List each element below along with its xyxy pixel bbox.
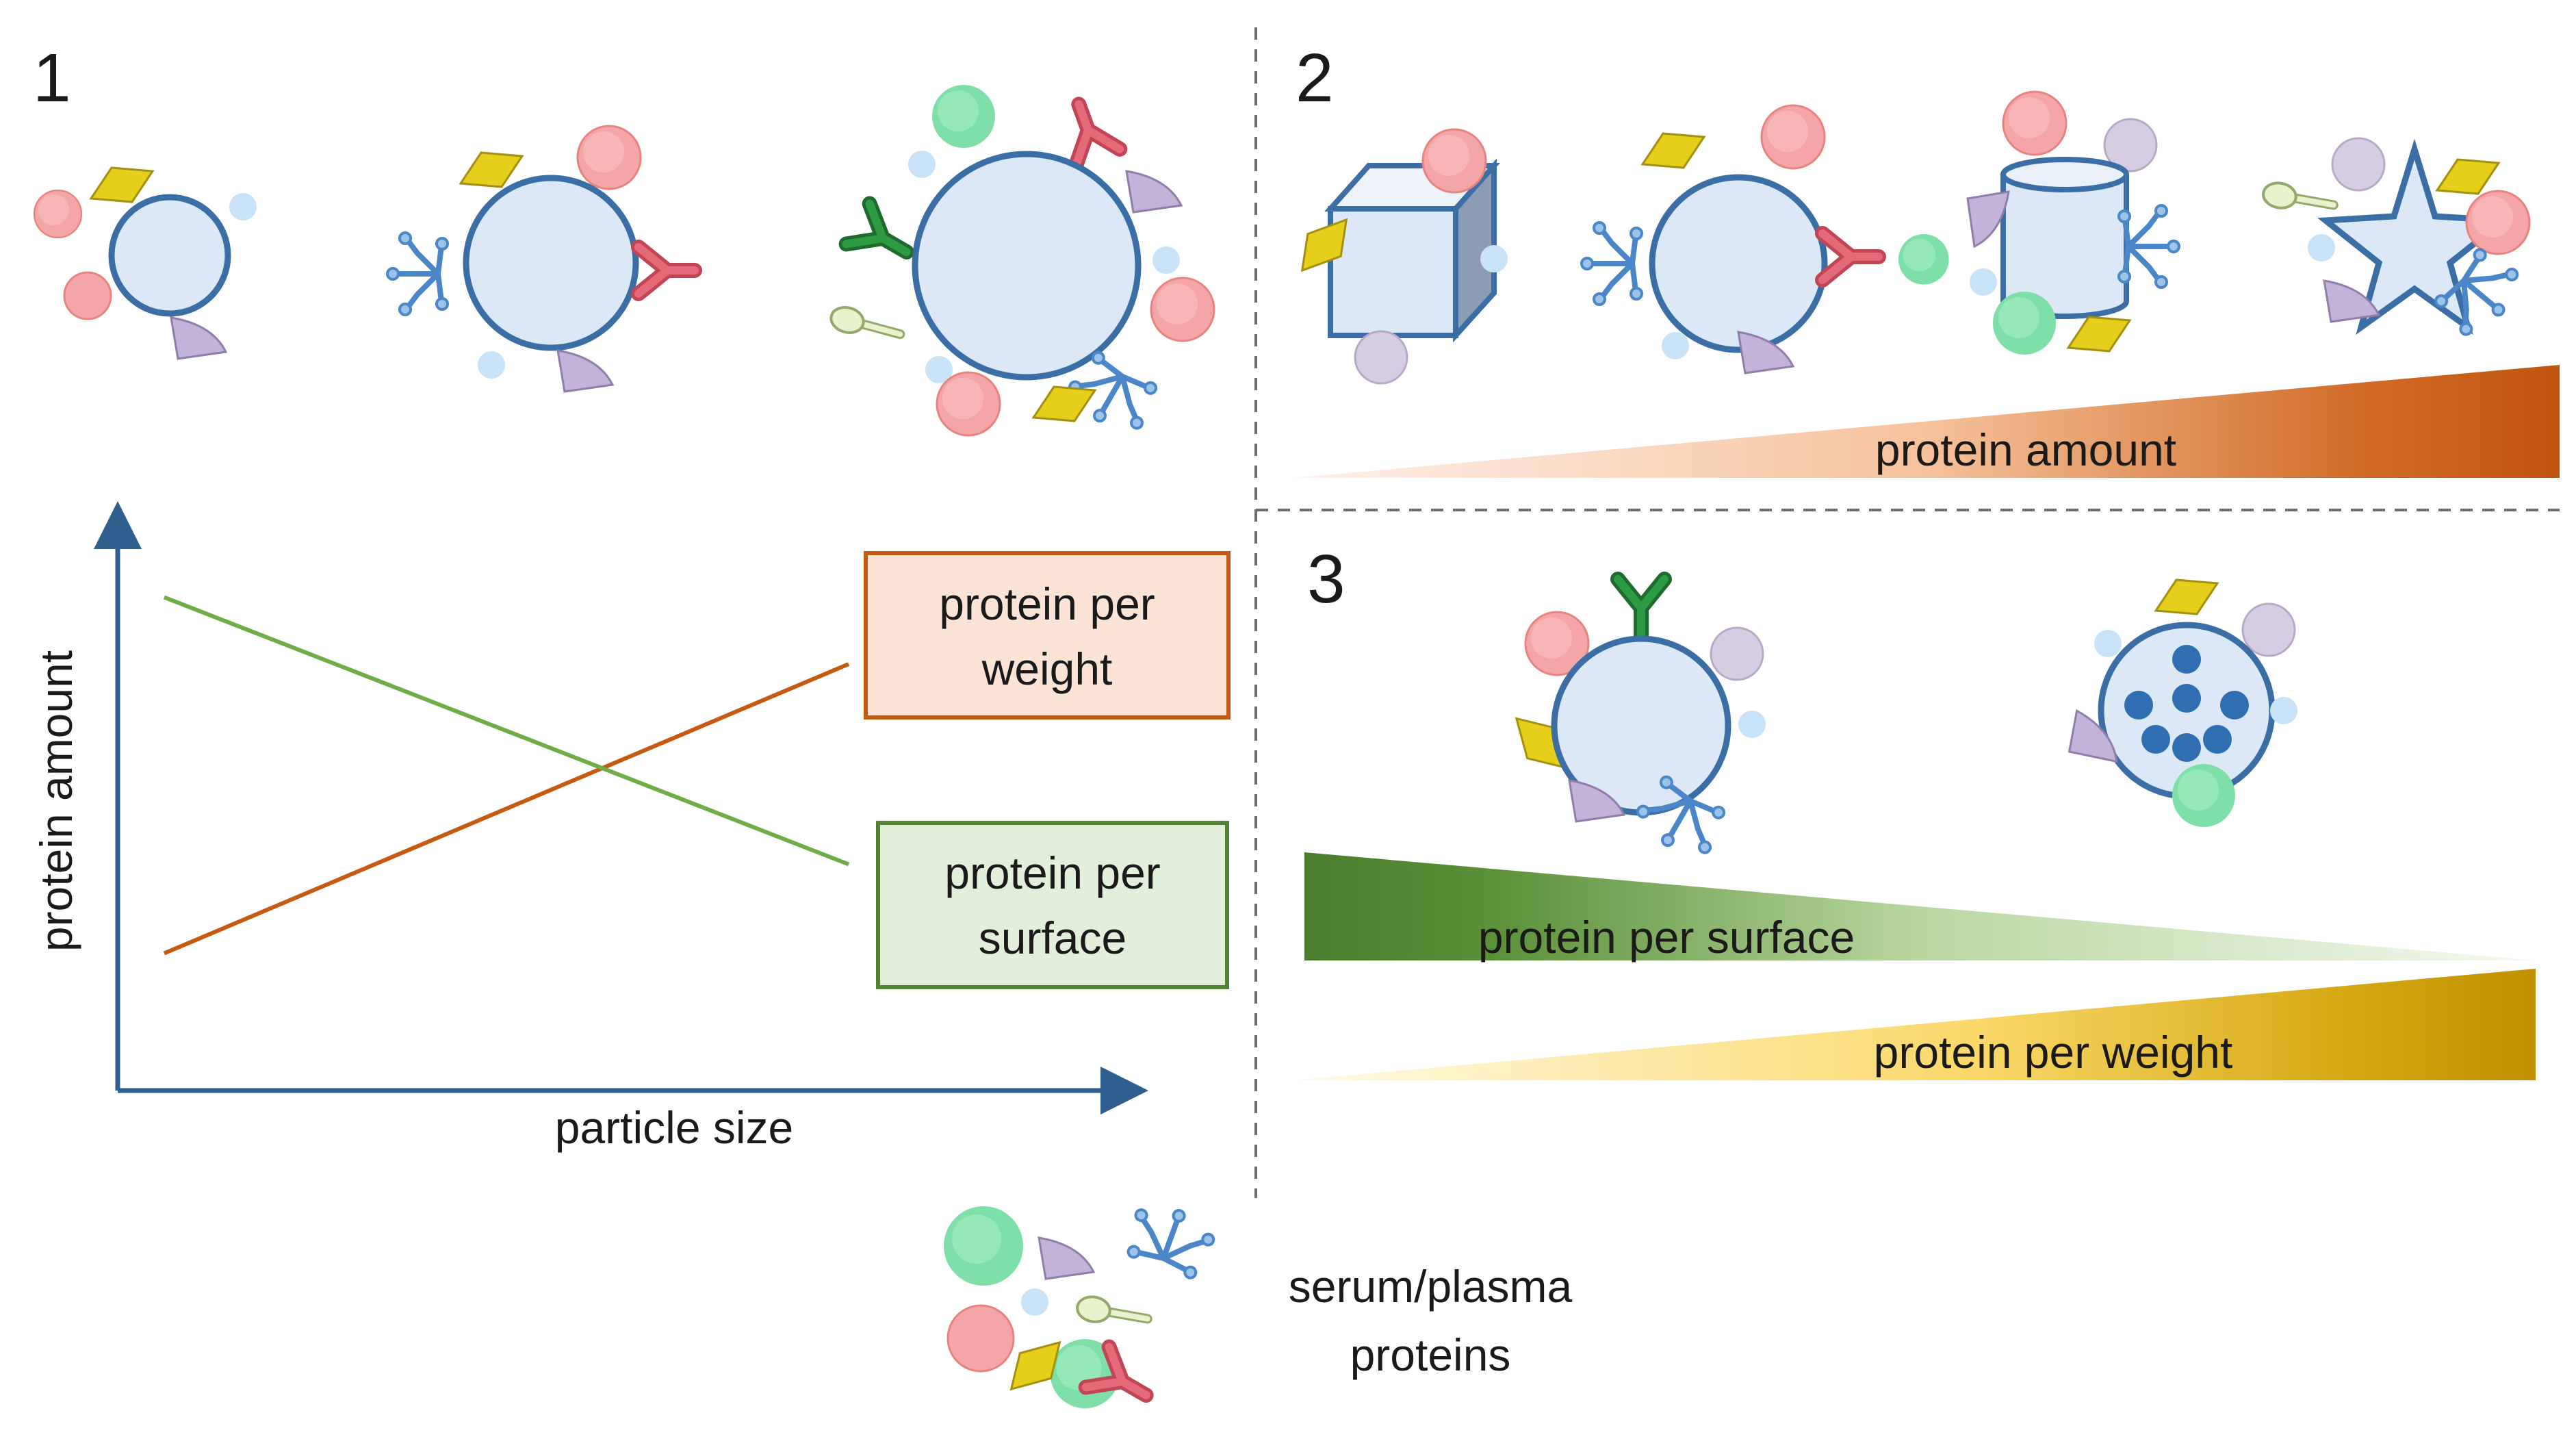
panel-number-3: 3 bbox=[1307, 541, 1345, 617]
series-layer bbox=[163, 595, 850, 956]
series-line-surface bbox=[163, 595, 850, 867]
series-line-weight bbox=[163, 662, 850, 956]
porous-particle bbox=[2061, 578, 2297, 827]
protein-per-surface-gradient bbox=[1304, 852, 2536, 960]
particle-icon bbox=[1649, 174, 1828, 353]
y-axis-label: protein amount bbox=[31, 650, 81, 952]
particle-icon bbox=[463, 175, 639, 351]
panel-2-shapes bbox=[1288, 90, 2529, 385]
protein-per-surface-gradient-label: protein per surface bbox=[1478, 912, 1855, 963]
chart: protein amount particle size protein per… bbox=[31, 501, 1231, 1153]
particle-icon bbox=[108, 194, 231, 317]
small-particle bbox=[33, 166, 257, 360]
protein-amount-gradient-label: protein amount bbox=[1875, 424, 2176, 475]
solid-particle bbox=[1512, 579, 1766, 865]
panel-number-2: 2 bbox=[1296, 40, 1334, 116]
protein-legend-label-line2: proteins bbox=[1350, 1329, 1511, 1380]
star-particle bbox=[1898, 137, 2529, 345]
large-particle bbox=[828, 85, 1215, 441]
cube-particle bbox=[1288, 128, 1508, 385]
legend-surface-box bbox=[876, 821, 1229, 989]
panel-3-particles bbox=[1512, 578, 2297, 865]
panel-1-particles bbox=[33, 85, 1215, 441]
legend-surface: protein per surface bbox=[876, 821, 1229, 989]
protein-per-weight-gradient-label: protein per weight bbox=[1874, 1027, 2233, 1078]
protein-legend-cluster bbox=[944, 1197, 1220, 1416]
panel-number-1: 1 bbox=[33, 40, 71, 116]
medium-particle bbox=[387, 125, 695, 393]
legend-weight-line1: protein per bbox=[939, 578, 1155, 629]
legend-weight-box bbox=[864, 551, 1231, 720]
x-axis-label: particle size bbox=[555, 1102, 793, 1153]
protein-per-weight-gradient bbox=[1293, 969, 2536, 1080]
sphere-particle bbox=[1582, 104, 1879, 374]
cylinder-particle bbox=[1966, 90, 2179, 355]
protein-legend-label-line1: serum/plasma bbox=[1289, 1261, 1573, 1312]
legend-surface-line2: surface bbox=[979, 913, 1126, 963]
particle-icon bbox=[912, 151, 1142, 381]
legend-weight: protein per weight bbox=[864, 551, 1231, 720]
legend-weight-line2: weight bbox=[981, 644, 1113, 694]
legend-surface-line1: protein per bbox=[944, 848, 1161, 898]
protein-amount-gradient bbox=[1293, 365, 2560, 478]
